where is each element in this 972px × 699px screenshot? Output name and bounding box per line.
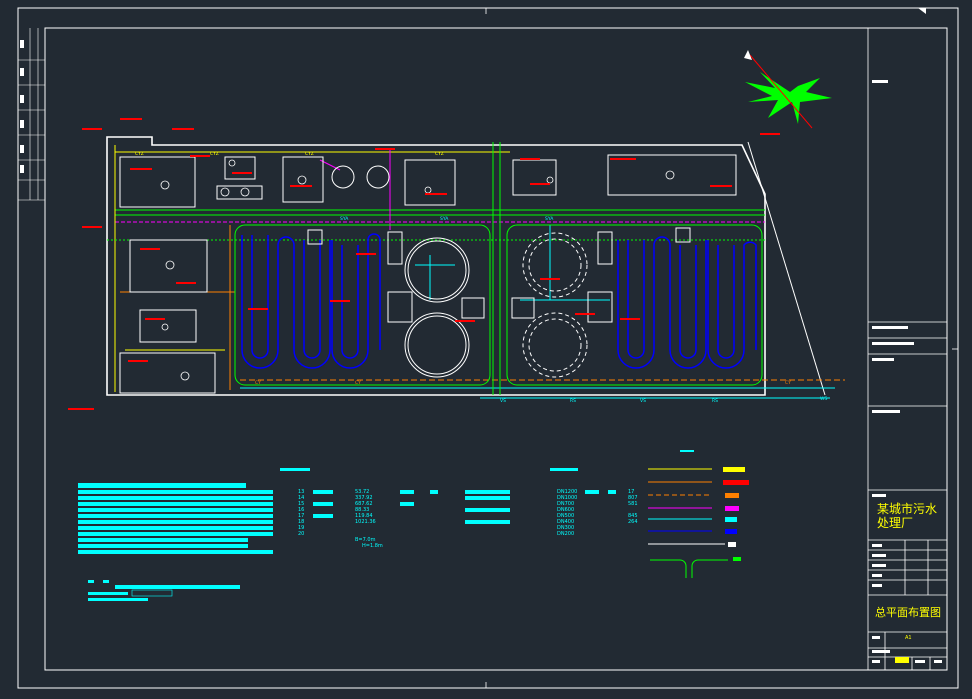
clarifiers-right bbox=[522, 232, 588, 378]
pipe-label-cyz-1: CYZ bbox=[135, 151, 144, 157]
diam-2: DN1000 bbox=[557, 495, 577, 501]
row-value-5: 119.84 bbox=[355, 513, 373, 519]
clarifiers-left bbox=[404, 237, 470, 378]
pipe-label-sya-1: SYA bbox=[340, 216, 349, 222]
count-4: 845 bbox=[628, 513, 638, 519]
row-num-13: 13 bbox=[298, 489, 304, 495]
row-num-19: 19 bbox=[298, 525, 304, 531]
pipe-label-cyz-4: CYZ bbox=[435, 151, 444, 157]
coordinate-note-box bbox=[131, 589, 173, 597]
pipe-label-texts: CYZ CYZ CYZ CYZ SYA SYA SYA CY CY CY VS … bbox=[135, 151, 827, 404]
corner-marker bbox=[918, 8, 926, 14]
pipe-label-cy-1: CY bbox=[255, 380, 261, 386]
outer-frame bbox=[17, 7, 959, 689]
pipe-label-sya-2: SYA bbox=[440, 216, 449, 222]
pipe-label-rs-1: RS bbox=[570, 398, 576, 404]
binding-margin-marks bbox=[20, 40, 24, 173]
pipe-label-vs-2: VS bbox=[640, 398, 646, 404]
tanks-round-small bbox=[331, 165, 390, 189]
title-block-project-name-2: 处理厂 bbox=[877, 516, 914, 530]
row-value-6: 1021.36 bbox=[355, 519, 376, 525]
pipe-label-rs-2: RS bbox=[712, 398, 718, 404]
diam-7: DN300 bbox=[557, 525, 574, 531]
title-block-sheet-size: A1 bbox=[905, 635, 912, 641]
pipe-label-cy-3: CY bbox=[785, 380, 791, 386]
road-diagonal bbox=[747, 141, 826, 396]
pipe-label-sya-3: SYA bbox=[545, 216, 554, 222]
pipe-label-vs-1: VS bbox=[500, 398, 506, 404]
diam-3: DN700 bbox=[557, 501, 574, 507]
diam-5: DN500 bbox=[557, 513, 574, 519]
oxidation-ditches-left bbox=[241, 233, 381, 369]
pipe-label-cyz-3: CYZ bbox=[305, 151, 314, 157]
pipe-legend bbox=[648, 450, 749, 578]
row-num-17: 17 bbox=[298, 513, 304, 519]
row-value-2: 337.92 bbox=[355, 495, 373, 501]
row-value-4: 88.33 bbox=[355, 507, 369, 513]
title-block-yellow-mark bbox=[895, 657, 909, 663]
count-3: 581 bbox=[628, 501, 638, 507]
title-block-drawing-title: 总平面布置图 bbox=[875, 606, 941, 619]
misc-width: B=7.0m bbox=[355, 537, 376, 543]
count-5: 264 bbox=[628, 519, 638, 525]
building-schedule-table bbox=[78, 468, 616, 601]
inner-frame bbox=[44, 27, 948, 671]
pipe-label-ws-1: WS bbox=[820, 396, 827, 402]
oxidation-ditches-right bbox=[617, 236, 757, 369]
title-block-small-text bbox=[872, 80, 942, 663]
aeration-area-right bbox=[506, 224, 763, 386]
building-markers bbox=[160, 159, 675, 381]
diam-1: DN1200 bbox=[557, 489, 577, 495]
schedule-number-texts: 13 14 15 16 17 18 19 20 53.72 337.92 687… bbox=[298, 489, 638, 549]
frame-ticks bbox=[485, 8, 958, 688]
row-value-1: 53.72 bbox=[355, 489, 369, 495]
site-boundary bbox=[106, 136, 766, 396]
pipe-label-cyz-2: CYZ bbox=[210, 151, 219, 157]
binding-margin bbox=[18, 28, 45, 201]
count-1: 17 bbox=[628, 489, 634, 495]
row-num-18: 18 bbox=[298, 519, 304, 525]
diam-6: DN400 bbox=[557, 519, 574, 525]
north-arrow-icon bbox=[744, 50, 832, 129]
annotation-callouts bbox=[68, 118, 780, 410]
count-2: 807 bbox=[628, 495, 638, 501]
row-num-16: 16 bbox=[298, 507, 304, 513]
row-value-3: 687.62 bbox=[355, 501, 373, 507]
row-num-14: 14 bbox=[298, 495, 304, 501]
diam-8: DN200 bbox=[557, 531, 574, 537]
aeration-area-left bbox=[234, 224, 491, 386]
diam-4: DN600 bbox=[557, 507, 574, 513]
title-block bbox=[867, 28, 947, 670]
title-block-project-name-1: 某城市污水 bbox=[877, 502, 938, 516]
distribution-wells bbox=[307, 227, 691, 323]
row-num-20: 20 bbox=[298, 531, 304, 537]
misc-height: H=1.8m bbox=[362, 543, 383, 549]
pipe-label-cy-2: CY bbox=[355, 380, 361, 386]
row-num-15: 15 bbox=[298, 501, 304, 507]
